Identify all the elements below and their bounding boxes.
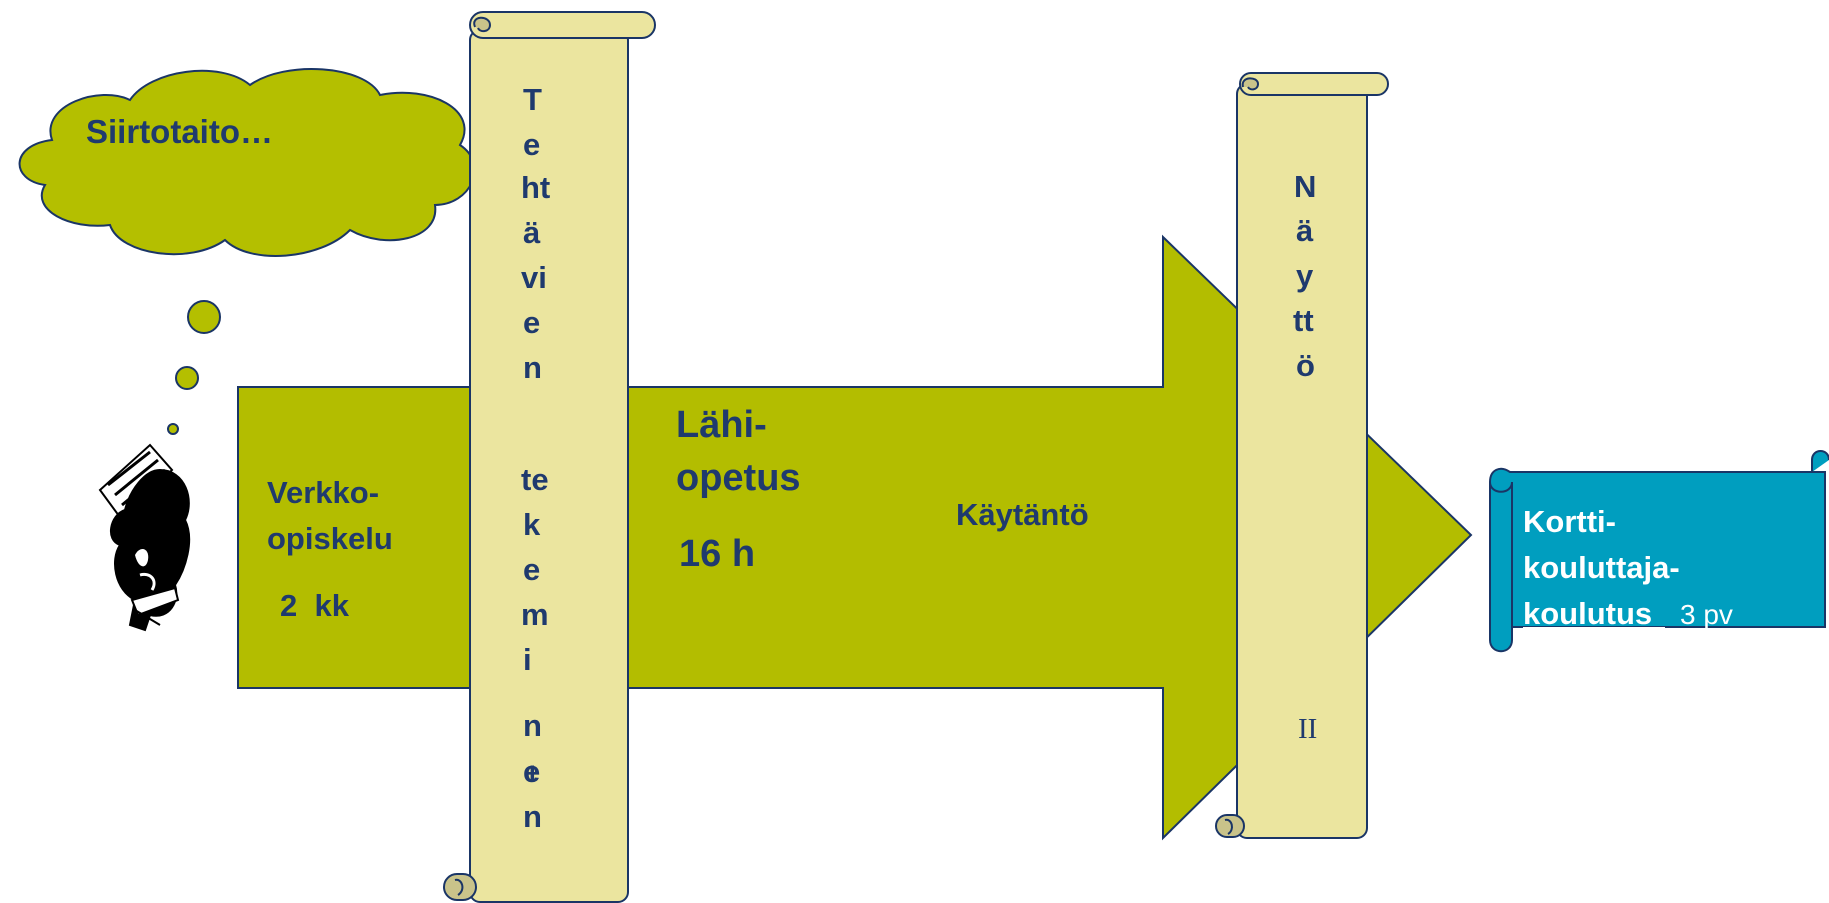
naytto-roman-numeral: II bbox=[1298, 713, 1317, 745]
scroll-letter: y bbox=[1296, 258, 1314, 293]
scroll-letter: ä bbox=[523, 215, 541, 250]
scroll-letter: n bbox=[523, 350, 542, 385]
thought-cloud bbox=[18, 68, 476, 257]
scroll-letter: n bbox=[523, 708, 542, 743]
scroll-letter: te bbox=[521, 462, 549, 497]
scroll-letter: tt bbox=[1293, 303, 1314, 338]
scroll-letter: ht bbox=[521, 170, 550, 205]
thought-bubble-text: Siirtotaito… bbox=[86, 113, 273, 150]
lahi-label-line2: opetus bbox=[676, 457, 801, 499]
scroll-overlay-mark: I bbox=[529, 761, 536, 788]
lahi-duration: 16 h bbox=[679, 533, 755, 575]
banner-line1: Kortti- bbox=[1523, 504, 1616, 539]
scroll-letter: T bbox=[523, 82, 542, 117]
scroll-letter: i bbox=[523, 642, 532, 677]
scroll-letter: N bbox=[1294, 169, 1316, 204]
scroll-letter: e bbox=[523, 305, 540, 340]
thought-bubble-dot-medium bbox=[175, 366, 199, 390]
kaytanto-label: Käytäntö bbox=[956, 497, 1089, 532]
scroll-letter: n bbox=[523, 799, 542, 834]
thought-bubble-dot-small bbox=[167, 423, 179, 435]
scroll-letter: ä bbox=[1296, 213, 1314, 248]
banner-line2: kouluttaja- bbox=[1523, 550, 1680, 585]
scroll-naytto-letters: N ä y tt ö II bbox=[1293, 169, 1317, 745]
sailor-figure-icon bbox=[98, 443, 191, 632]
scroll-tehtavien-letters: T e ht ä vi e n te k e m i n e I n bbox=[521, 82, 550, 834]
scroll-tehtavien bbox=[443, 11, 656, 903]
scroll-naytto bbox=[1215, 72, 1389, 839]
banner-line3-bold: koulutus bbox=[1523, 596, 1652, 631]
final-banner bbox=[1489, 450, 1829, 653]
scroll-letter: ö bbox=[1296, 348, 1315, 383]
scroll-letter: m bbox=[521, 597, 549, 632]
verkko-duration: 2 kk bbox=[280, 588, 350, 623]
scroll-letter: e bbox=[523, 127, 540, 162]
lahi-label-line1: Lähi- bbox=[676, 404, 767, 446]
scroll-letter: e bbox=[523, 552, 540, 587]
scroll-letter: e bbox=[523, 754, 540, 789]
verkko-label-line2: opiskelu bbox=[267, 521, 393, 556]
scroll-letter: vi bbox=[521, 260, 547, 295]
verkko-label-line1: Verkko- bbox=[267, 475, 379, 510]
banner-line3-normal: 3 pv bbox=[1680, 599, 1733, 630]
thought-bubble-dot-large bbox=[187, 300, 221, 334]
scroll-letter: k bbox=[523, 507, 541, 542]
